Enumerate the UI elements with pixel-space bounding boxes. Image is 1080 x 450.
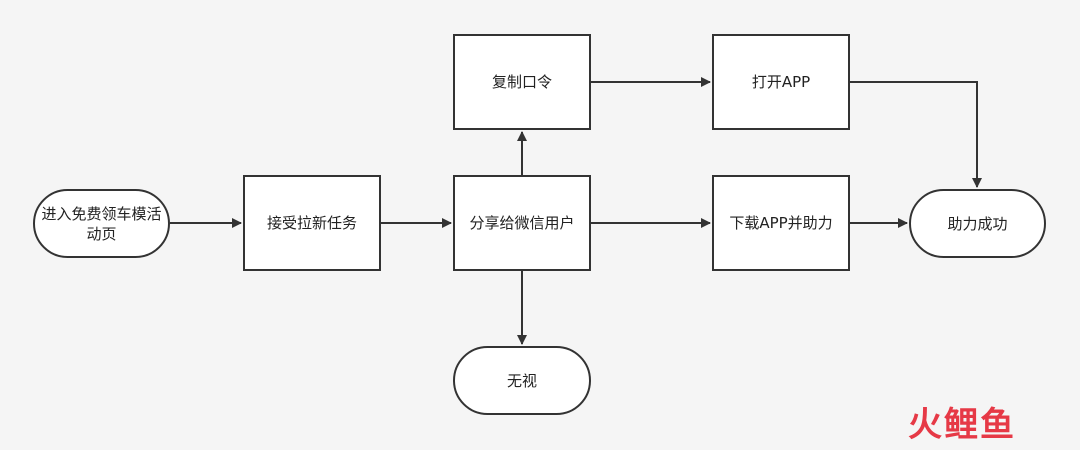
brand-watermark-text: 火鲤鱼 (908, 405, 1016, 445)
node-ignore: 无视 (453, 346, 591, 415)
node-open-app: 打开APP (712, 34, 850, 130)
node-start: 进入免费领车模活动页 (33, 189, 170, 258)
node-ignore-label: 无视 (506, 371, 537, 390)
node-share-to-wechat: 分享给微信用户 (453, 175, 591, 271)
node-success-label: 助力成功 (947, 214, 1008, 233)
node-success: 助力成功 (909, 189, 1046, 258)
node-accept-task-label: 接受拉新任务 (266, 214, 357, 232)
node-open-app-label: 打开APP (751, 73, 811, 91)
edge-open-app-to-success (850, 81, 982, 188)
node-download-app-label: 下载APP并助力 (729, 214, 833, 232)
node-start-label: 进入免费领车模活动页 (41, 204, 162, 243)
node-download-app: 下载APP并助力 (712, 175, 850, 271)
node-share-to-wechat-label: 分享给微信用户 (469, 214, 575, 232)
node-accept-task: 接受拉新任务 (243, 175, 381, 271)
node-copy-code: 复制口令 (453, 34, 591, 130)
brand-watermark: 火鲤鱼 (908, 404, 1058, 446)
node-copy-code-label: 复制口令 (491, 73, 552, 91)
